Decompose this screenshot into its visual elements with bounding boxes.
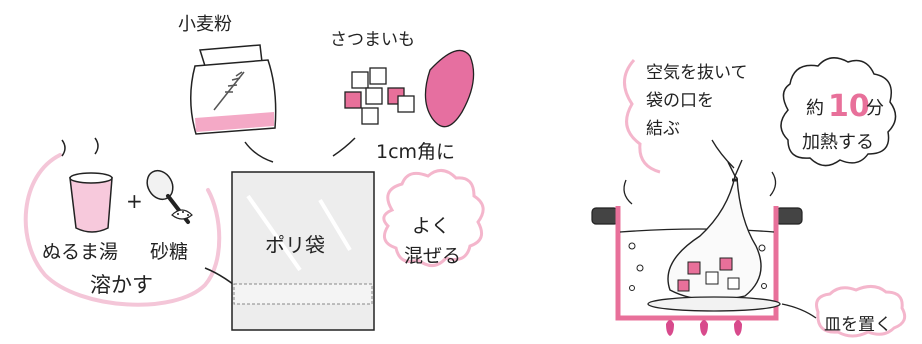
heat-number-label: 10 [828,89,870,124]
mix-label-1: よく [412,215,450,237]
plus-label: + [126,189,143,213]
flour-bag-icon [190,44,277,135]
steam-icon [623,179,633,205]
flour-label: 小麦粉 [178,14,232,35]
sweet-potato-group: さつまいも 1cm角に [330,30,475,163]
plate-note-bubble [815,285,907,338]
air-note-group: 空気を抜いて 袋の口を 結ぶ [623,58,748,174]
heat-label-2: 加熱する [802,132,874,153]
cup-icon [69,172,113,233]
pot-group: 皿を置く [591,159,907,338]
sugar-label: 砂糖 [150,241,188,263]
pot-handle-right [775,207,803,225]
steam-icon [769,171,777,197]
warm-water-label: ぬるま湯 [42,241,118,263]
sugar-icon [171,209,193,220]
dissolve-label: 溶かす [90,273,153,297]
plate-icon [647,296,781,312]
air-label-2: 袋の口を [646,91,714,111]
heat-bubble: 約 10 分 加熱する [780,57,897,167]
heat-unit-label: 分 [866,98,884,119]
pot-handle-left [591,207,619,225]
dissolve-group: + ぬるま湯 砂糖 溶かす [23,137,246,307]
arrow [711,139,735,169]
mix-label-2: 混ぜる [404,245,461,267]
bracket-decoration [623,58,661,174]
flame-icon [666,320,742,336]
cloud-shape [780,57,897,167]
mix-bubble: よく 混ぜる [382,169,485,267]
arrow [332,137,356,157]
cloud-shape [382,169,485,267]
flour-group: 小麦粉 [178,14,277,163]
cube-size-label: 1cm角に [376,141,455,163]
heat-prefix-label: 約 [806,98,824,119]
air-label-3: 結ぶ [646,119,680,139]
steam-icon [94,137,99,155]
steam-icon [61,139,66,157]
plastic-bag-group: ポリ袋 [231,171,375,331]
arrow [781,303,817,319]
plastic-bag-label: ポリ袋 [265,233,325,257]
cubes-icon [344,67,415,125]
highlight-circle [23,153,222,307]
arrow [244,141,274,163]
sweet-potato-label: さつまいも [330,30,415,50]
sweet-potato-icon [424,49,475,128]
air-label-1: 空気を抜いて [646,63,748,83]
plate-label: 皿を置く [824,315,892,335]
